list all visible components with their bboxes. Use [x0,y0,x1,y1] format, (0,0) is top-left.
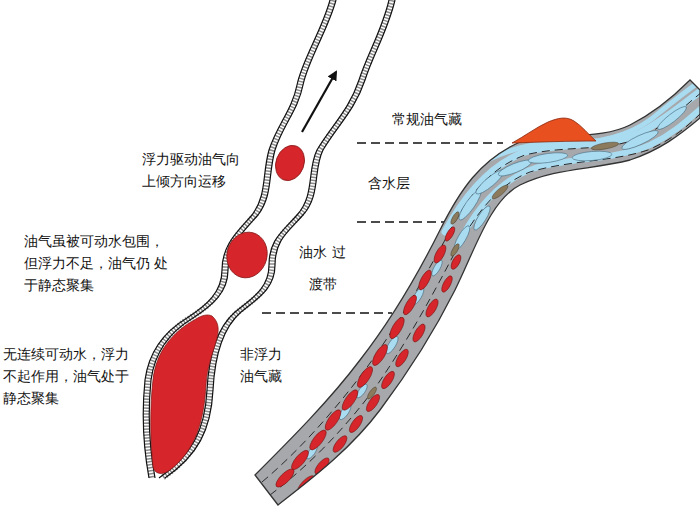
migration-arrow [302,72,336,132]
conventional-accumulation [512,118,596,143]
annotation-text: 油水 过渡带 [298,236,347,300]
zone-lines [262,143,503,313]
annotation-text: 常规油气藏 [392,108,469,130]
annotation-text: 含水层 [368,172,417,194]
reservoir-layer [255,78,700,505]
oil-droplets [151,141,310,473]
annotation-text: 无连续可动水，浮力 不起作用，油气处于 静态聚集 [3,343,136,409]
annotation-text: 油气虽被可动水包围， 但浮力不足，油气仍 处于静态聚集 [24,230,171,296]
annotation-text: 非浮力 油气藏 [240,343,289,387]
annotation-text: 浮力驱动油气向 上倾方向运移 [142,148,247,192]
